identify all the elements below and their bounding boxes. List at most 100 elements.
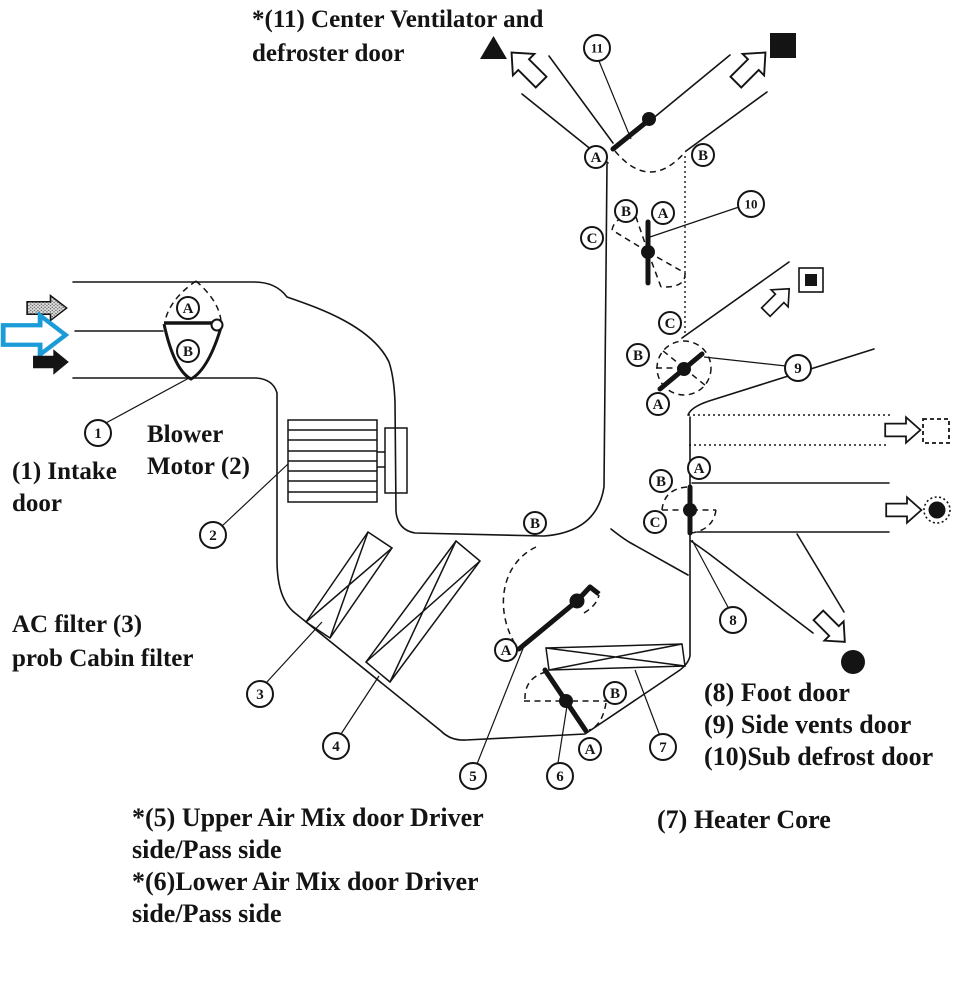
port-A-upper-mix: A: [494, 638, 518, 662]
sub-defrost-label: (10)Sub defrost door: [704, 742, 933, 771]
port-B-foot: B: [649, 469, 673, 493]
upper-mix-label-line2: side/Pass side: [132, 835, 282, 864]
port-A-vent-door: A: [584, 145, 608, 169]
blower-connectors: [377, 451, 385, 468]
intake-door-swing-left: [164, 280, 197, 322]
callout-8: 8: [719, 606, 747, 634]
port-A-sub-defrost: A: [651, 201, 675, 225]
callout-4-leader: [340, 675, 380, 735]
intake-label-line2: door: [12, 490, 62, 517]
annotations: *(11) Center Ventilator and defroster do…: [12, 6, 933, 928]
port-letter: B: [530, 516, 540, 532]
intake-door-pivot: [210, 318, 224, 332]
square-symbol: [770, 33, 796, 58]
foot-outlet-arrow-icon: [812, 609, 846, 643]
foot-door-pivot: [683, 503, 697, 517]
port-circle: [687, 456, 711, 480]
foot-door: [661, 484, 730, 610]
callout-6-number: 6: [556, 769, 564, 785]
port-circle: [626, 343, 650, 367]
port-letter: A: [658, 206, 669, 222]
port-letter: A: [501, 643, 512, 659]
port-letters: A B A B B A C C B A: [176, 143, 715, 761]
port-circle: [176, 296, 200, 320]
side-vent-arrow-icon: [760, 287, 791, 318]
port-letter: B: [633, 348, 643, 364]
callout-4-circle: [322, 732, 350, 760]
heater-core-cross-brace: [545, 643, 686, 671]
port-letter: C: [587, 231, 598, 247]
stippled-arrow-icon: [26, 293, 68, 323]
port-A-intake: A: [176, 296, 200, 320]
intake-door-body: [162, 323, 224, 381]
callout-8-leader: [691, 539, 730, 610]
port-circle: [643, 510, 667, 534]
port-circle: [580, 226, 604, 250]
side-vents-label: (9) Side vents door: [704, 710, 911, 739]
callout-6: 6: [546, 762, 574, 790]
left-outlet-branch-outer: [548, 55, 614, 144]
callout-9-circle: [784, 354, 812, 382]
port-letter: B: [621, 204, 631, 220]
foot-door-label: (8) Foot door: [704, 678, 850, 707]
port-C-foot: C: [643, 510, 667, 534]
port-letter: A: [183, 301, 194, 317]
intake-arrows: [0, 293, 70, 375]
dashed-square-symbol: [922, 418, 950, 444]
port-letter: A: [653, 397, 664, 413]
duct-work: [72, 54, 892, 741]
side-vent-symbol-center: [805, 274, 817, 286]
callout-1-number: 1: [94, 426, 102, 442]
evaporator: [340, 539, 482, 735]
ac-filter: [265, 530, 394, 684]
foot-duct-right-wall: [796, 533, 845, 613]
heater-core: [545, 643, 686, 737]
duct-upper-boundary: [72, 163, 608, 537]
port-circle: [176, 339, 200, 363]
port-B-sub-defrost: B: [614, 199, 638, 223]
port-letter: B: [610, 686, 620, 702]
callout-9: 9: [784, 354, 812, 382]
callout-4-number: 4: [332, 739, 340, 755]
port-circle: [603, 681, 627, 705]
port-letter: A: [591, 150, 602, 166]
port-circle: [523, 511, 547, 535]
port-A-lower-mix: A: [578, 737, 602, 761]
port-circle: [494, 638, 518, 662]
port-circle: [578, 737, 602, 761]
callout-1-circle: [84, 419, 112, 447]
port-B-lower-mix: B: [603, 681, 627, 705]
callout-6-circle: [546, 762, 574, 790]
callout-8-circle: [719, 606, 747, 634]
fresh-air-arrow-icon: [0, 310, 70, 360]
port-letter: B: [183, 344, 193, 360]
blower-motor: [220, 419, 408, 528]
callout-9-leader: [703, 356, 787, 367]
lower-mix-label-line1: *(6)Lower Air Mix door Driver: [132, 867, 479, 896]
callout-11-leader: [598, 60, 632, 140]
intake-door-swing-right: [195, 280, 222, 322]
blower-fins: [288, 429, 377, 493]
callout-4: 4: [322, 732, 350, 760]
port-B-side-vents: B: [626, 343, 650, 367]
port-A-side-vents: A: [646, 392, 670, 416]
vent-door-swing-arc: [614, 150, 687, 173]
callout-7-circle: [649, 733, 677, 761]
side-vents-door: [656, 340, 787, 396]
defrost-right-arrow-icon: [729, 51, 767, 89]
port-circle: [691, 143, 715, 167]
side-vent-branch-upper: [681, 261, 790, 339]
vent-door-pivot: [642, 112, 656, 126]
callout-3: 3: [246, 680, 274, 708]
callout-11: 11: [583, 34, 611, 62]
callout-3-circle: [246, 680, 274, 708]
callout-7-number: 7: [659, 740, 667, 756]
callout-5-number: 5: [469, 769, 477, 785]
side-vent-branch-lower: [687, 348, 875, 416]
heater-core-label: (7) Heater Core: [657, 805, 831, 834]
callout-5: 5: [459, 762, 487, 790]
callout-10-circle: [737, 190, 765, 218]
port-B-vent-door: B: [691, 143, 715, 167]
callout-5-circle: [459, 762, 487, 790]
